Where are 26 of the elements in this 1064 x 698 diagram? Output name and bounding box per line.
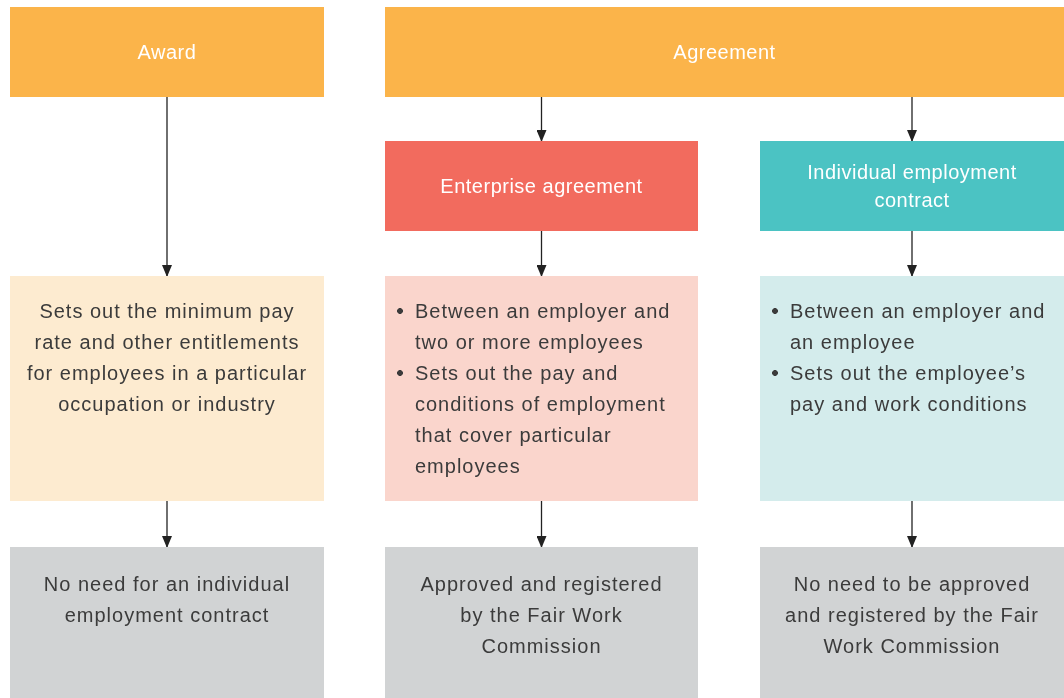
category-box	[760, 141, 1064, 231]
box-title: Individual employment contract	[806, 160, 1018, 213]
header-box	[385, 7, 1064, 97]
arrow	[162, 96, 172, 277]
outcome-box	[385, 547, 698, 698]
box-text: Approved and registered by the Fair Work Commission	[419, 572, 664, 659]
category-box	[385, 141, 698, 231]
outcome-box	[760, 547, 1064, 698]
arrow	[907, 500, 917, 548]
arrow	[907, 96, 917, 142]
box-title: Agreement	[673, 40, 776, 65]
arrow	[536, 500, 547, 548]
header-box	[10, 7, 324, 97]
box-title: Enterprise agreement	[440, 174, 643, 199]
box-text: Sets out the minimum pay rate and other entitlements for employees in a particular occupation or industry	[25, 299, 309, 417]
arrow	[907, 230, 917, 277]
box-text: No need to be approved and registered by the Fair Work Commission	[784, 572, 1040, 659]
box-title: Award	[137, 40, 197, 65]
description-box	[10, 276, 324, 501]
box-text: No need for an individual employment contract	[42, 572, 292, 628]
arrow	[536, 96, 547, 142]
description-box	[760, 276, 1064, 501]
description-box	[385, 276, 698, 501]
outcome-box	[10, 547, 324, 698]
arrow	[536, 230, 547, 277]
arrow	[162, 500, 172, 548]
